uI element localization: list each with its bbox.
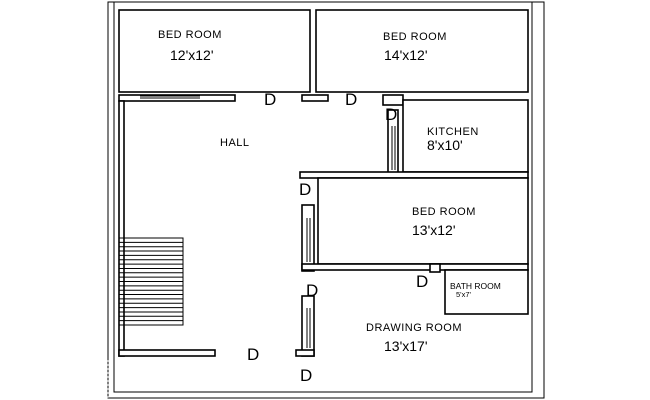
- bathroom-walls: [444, 269, 529, 315]
- staircase: [118, 237, 184, 326]
- bedroom-3-size: 13'x12': [412, 222, 456, 238]
- door-marker: D: [247, 345, 259, 364]
- hall-bottom-wall: [118, 349, 216, 357]
- kitchen-size: 8'x10': [427, 137, 463, 153]
- bedroom-2-size: 14'x12': [384, 47, 428, 63]
- drawing-room-size: 13'x17': [384, 338, 428, 354]
- bedroom-1-size: 12'x12': [170, 47, 214, 63]
- bedroom-1-name: BED ROOM: [158, 29, 222, 41]
- bedroom-middle-walls: [301, 177, 529, 273]
- door-marker: D: [416, 272, 428, 291]
- hall-top-wall: [118, 94, 404, 106]
- hall-left-wall: [118, 100, 125, 357]
- drawing-room-name: DRAWING ROOM: [366, 322, 462, 334]
- door-marker: D: [299, 180, 311, 199]
- door-marker: D: [345, 90, 357, 109]
- door-marker: D: [300, 366, 312, 385]
- bedroom-top-right-walls: [315, 9, 529, 93]
- bathroom-name: BATH ROOM: [450, 281, 501, 291]
- bedroom-top-left-walls: [118, 9, 311, 93]
- door-marker: D: [264, 90, 276, 109]
- drawing-room-walls: [295, 295, 315, 357]
- kitchen-name: KITCHEN: [427, 126, 479, 138]
- kitchen-walls: [299, 99, 529, 179]
- outer-wall: [107, 1, 545, 399]
- bedroom-3-name: BED ROOM: [412, 206, 476, 218]
- hall-name: HALL: [220, 137, 250, 149]
- bedroom-2-name: BED ROOM: [383, 31, 447, 43]
- door-marker: D: [385, 105, 397, 124]
- bathroom-size: 5'x7': [456, 290, 472, 299]
- door-marker: D: [306, 281, 318, 300]
